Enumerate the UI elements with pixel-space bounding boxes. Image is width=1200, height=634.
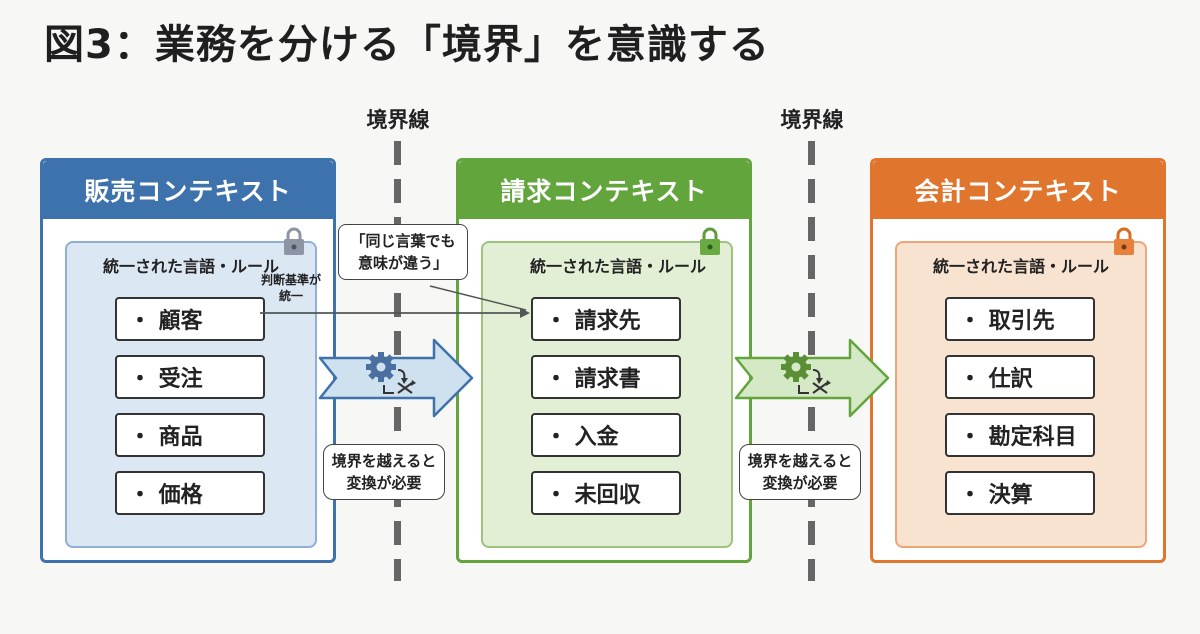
term-item: ・ 顧客 [115,297,265,341]
term-item: ・ 請求書 [531,355,681,399]
conversion-label-line-1: 境界を越えると [747,452,853,470]
term-item: ・ 仕訳 [945,355,1095,399]
gear-icon [781,352,811,382]
inner-label: 統一された言語・ルール [529,257,706,276]
conversion-label-line-2: 変換が必要 [762,474,838,492]
boundary-label-1: 境界線 [366,108,430,132]
conversion-label-line-2: 変換が必要 [346,474,422,492]
conversion-label-line-1: 境界を越えると [331,452,437,470]
boundary-line-1 [394,141,401,581]
term-item: ・ 取引先 [945,297,1095,341]
context-accounting-header: 会計コンテキスト [873,161,1163,219]
inner-label: 統一された言語・ルール [932,257,1109,276]
page-title: 図3：業務を分ける「境界」を意識する [44,22,770,68]
conversion-label-2: 境界を越えると 変換が必要 [739,444,861,500]
connector-note: 判断基準が 統一 [246,272,336,304]
conversion-label-1: 境界を越えると 変換が必要 [323,444,445,500]
context-sales-language-box: 統一された言語・ルール ・ 顧客 ・ 受注 ・ 商品 ・ 価格 [65,227,317,548]
term-item: ・ 決算 [945,471,1095,515]
term-item: ・ 価格 [115,471,265,515]
context-accounting-language-box: 統一された言語・ルール ・ 取引先 ・ 仕訳 ・ 勘定科目 ・ 決算 [895,227,1147,548]
lock-icon [699,227,721,261]
context-accounting: 会計コンテキスト 統一された言語・ルール ・ 取引先 ・ 仕訳 ・ 勘定科目 ・… [870,158,1166,563]
speech-bubble: 「同じ言葉でも 意味が違う」 [338,224,468,280]
shuffle-icon [798,369,831,394]
gear-icon [366,352,396,382]
inner-label: 統一された言語・ルール [102,257,279,276]
term-item: ・ 未回収 [531,471,681,515]
note-line-2: 統一 [278,289,303,303]
context-billing: 請求コンテキスト 統一された言語・ルール ・ 請求先 ・ 請求書 ・ 入金 ・ … [456,158,752,563]
context-sales: 販売コンテキスト 統一された言語・ルール ・ 顧客 ・ 受注 ・ 商品 ・ 価格 [40,158,336,563]
term-item: ・ 受注 [115,355,265,399]
boundary-line-2 [808,141,815,581]
term-item: ・ 勘定科目 [945,413,1095,457]
context-billing-language-box: 統一された言語・ルール ・ 請求先 ・ 請求書 ・ 入金 ・ 未回収 [481,227,733,548]
lock-icon [283,227,305,261]
context-sales-header: 販売コンテキスト [43,161,333,219]
lock-icon [1113,227,1135,261]
term-item: ・ 入金 [531,413,681,457]
term-item: ・ 請求先 [531,297,681,341]
bubble-line-1: 「同じ言葉でも [350,232,456,250]
note-line-1: 判断基準が [260,273,321,287]
term-item: ・ 商品 [115,413,265,457]
boundary-label-2: 境界線 [780,108,844,132]
context-billing-header: 請求コンテキスト [459,161,749,219]
bubble-line-2: 意味が違う」 [357,254,448,272]
